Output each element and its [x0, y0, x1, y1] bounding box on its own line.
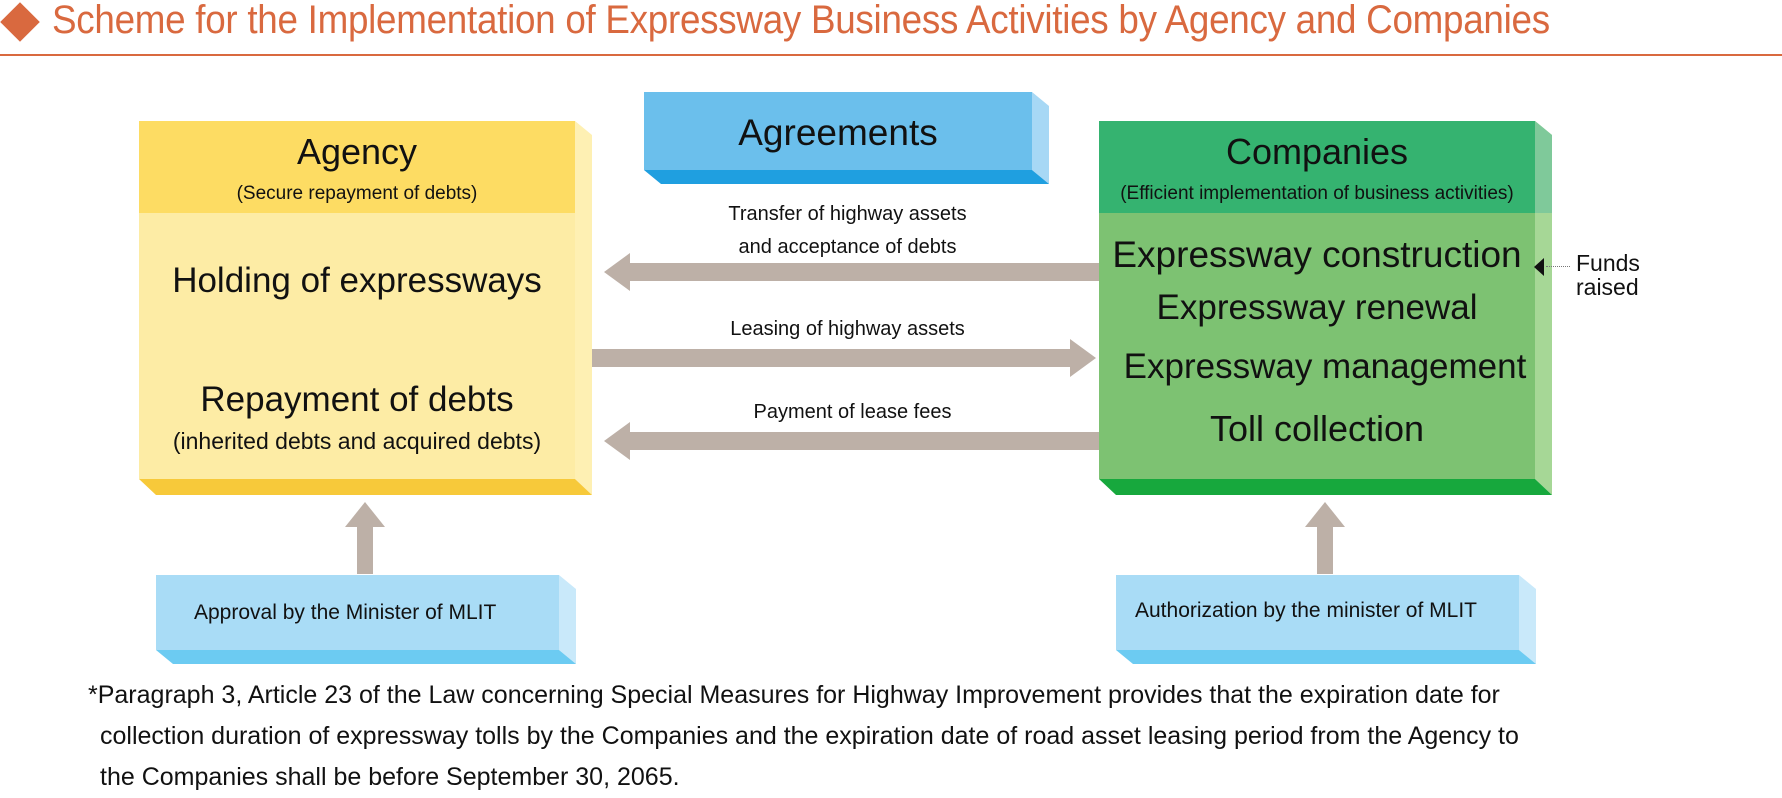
transfer-arrow-head-icon: [604, 253, 630, 291]
title-rule: [0, 54, 1782, 56]
companies-item-construction: Expressway construction: [1112, 234, 1522, 275]
authorization-up-arrow-head-icon: [1305, 502, 1345, 527]
companies-title: Companies: [1225, 131, 1409, 172]
agency-repayment: Repayment of debts: [200, 380, 514, 419]
authorization-box: Authorization by the minister of MLIT: [1116, 575, 1536, 664]
transfer-label-line2: and acceptance of debts: [738, 236, 957, 258]
authorization-label: Authorization by the minister of MLIT: [1135, 599, 1477, 622]
agency-box: Agency (Secure repayment of debts) Holdi…: [139, 121, 592, 495]
title-diamond-icon: [0, 2, 40, 42]
approval-up-arrow-shaft: [357, 526, 373, 574]
funds-raised-dotted-line: [1546, 266, 1570, 267]
approval-label: Approval by the Minister of MLIT: [194, 601, 497, 624]
authorization-up-arrow-shaft: [1317, 526, 1333, 574]
footnote-line3: the Companies shall be before September …: [100, 763, 680, 791]
funds-raised-pointer-icon: [1534, 258, 1544, 276]
approval-box: Approval by the Minister of MLIT: [156, 575, 576, 664]
funds-raised-line2: raised: [1576, 274, 1639, 300]
agreements-label: Agreements: [738, 112, 938, 153]
transfer-arrow-shaft: [628, 263, 1099, 281]
approval-up-arrow-head-icon: [345, 502, 385, 527]
payment-arrow-head-icon: [604, 422, 630, 460]
transfer-label-line1: Transfer of highway assets: [728, 203, 967, 225]
funds-raised-label: Funds raised: [1576, 251, 1640, 299]
companies-item-renewal: Expressway renewal: [1156, 288, 1478, 327]
footnote-line1: *Paragraph 3, Article 23 of the Law conc…: [88, 681, 1500, 709]
agency-repayment-note: (inherited debts and acquired debts): [172, 428, 542, 454]
companies-subtitle: (Efficient implementation of business ac…: [1120, 183, 1514, 204]
agreements-box: Agreements: [644, 92, 1049, 184]
funds-raised-line1: Funds: [1576, 250, 1640, 276]
companies-item-management: Expressway management: [1123, 347, 1527, 386]
payment-label: Payment of lease fees: [753, 401, 952, 423]
footnote: *Paragraph 3, Article 23 of the Law conc…: [88, 675, 1778, 798]
page-title: Scheme for the Implementation of Express…: [52, 0, 1550, 42]
agency-title: Agency: [296, 131, 418, 172]
leasing-arrow-head-icon: [1070, 339, 1096, 377]
leasing-label: Leasing of highway assets: [730, 318, 965, 340]
payment-arrow-shaft: [628, 432, 1099, 450]
companies-box: Companies (Efficient implementation of b…: [1099, 121, 1552, 495]
footnote-line2: collection duration of expressway tolls …: [100, 722, 1519, 750]
agency-subtitle: (Secure repayment of debts): [236, 183, 478, 204]
agency-holding: Holding of expressways: [172, 261, 542, 300]
companies-item-toll: Toll collection: [1209, 408, 1425, 449]
leasing-arrow-shaft: [592, 349, 1072, 367]
